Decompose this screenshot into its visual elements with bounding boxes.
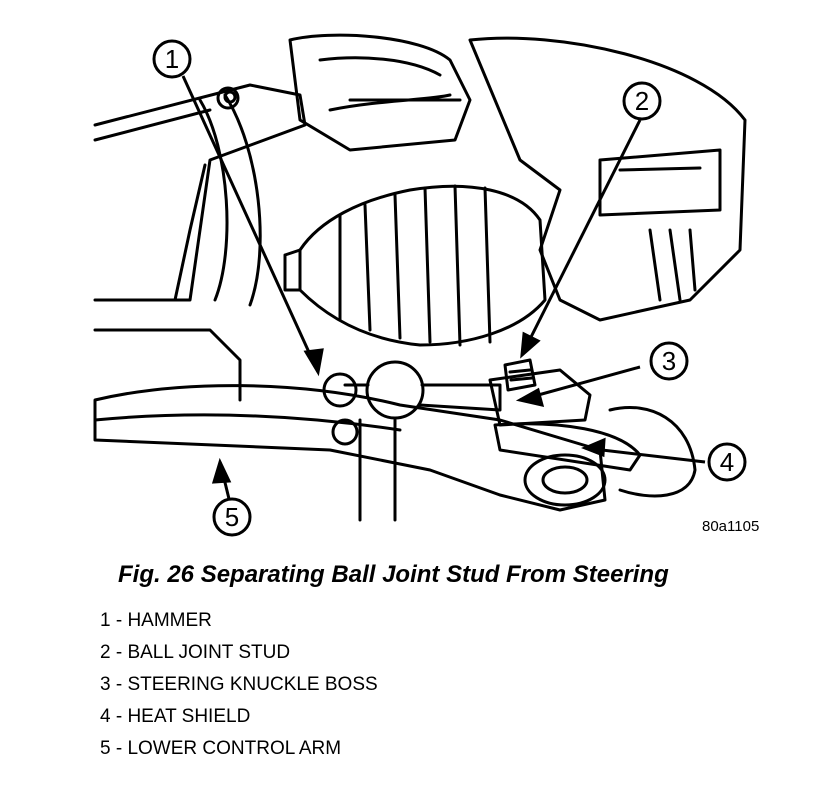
legend-item: 1 - HAMMER <box>100 610 212 631</box>
legend-item: 2 - BALL JOINT STUD <box>100 642 291 663</box>
heat-shield <box>493 422 642 472</box>
callout-4 <box>707 442 747 482</box>
legend-item: 3 - STEERING KNUCKLE BOSS <box>100 674 378 695</box>
chassis-frame <box>93 83 307 302</box>
figure-code: 80a1105 <box>702 518 760 535</box>
callout-label-2: 2 <box>635 86 649 116</box>
callout-5 <box>212 497 252 537</box>
knuckle-housing <box>468 36 747 322</box>
figure-caption: Fig. 26 Separating Ball Joint Stud From … <box>118 561 669 588</box>
callout-label-1: 1 <box>165 44 179 74</box>
legend-item: 5 - LOWER CONTROL ARM <box>100 738 342 759</box>
ball-joint <box>365 360 425 420</box>
lower-control-arm <box>93 384 607 512</box>
cv-boot <box>298 184 547 347</box>
knuckle-boss <box>488 368 592 427</box>
callout-1 <box>152 39 192 79</box>
callout-label-3: 3 <box>662 346 676 376</box>
callout-label-5: 5 <box>225 502 239 532</box>
callout-label-4: 4 <box>720 447 734 477</box>
legend-list: 1 - HAMMER 2 - BALL JOINT STUD 3 - STEER… <box>100 605 378 765</box>
callout-2 <box>622 81 662 121</box>
caliper <box>288 33 472 152</box>
ball-joint-stud <box>503 358 537 392</box>
callout-3 <box>649 341 689 381</box>
legend-item: 4 - HEAT SHIELD <box>100 706 251 727</box>
ball-joint-diagram: 1 2 3 4 5 <box>93 33 747 537</box>
